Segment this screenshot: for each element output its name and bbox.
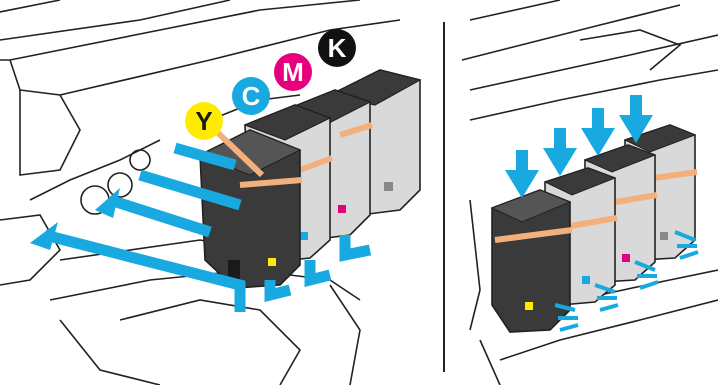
down-arrow-y bbox=[505, 150, 539, 198]
badge-y: Y bbox=[185, 102, 223, 140]
cartridge-k-label bbox=[384, 182, 393, 191]
rail-m-top bbox=[110, 200, 210, 232]
badge-m-letter: M bbox=[282, 57, 304, 87]
cartridge-c-label bbox=[300, 232, 308, 240]
cartridge-m-label bbox=[338, 205, 346, 213]
down-arrow-m bbox=[581, 108, 615, 156]
cartridge-y-label bbox=[268, 258, 276, 266]
badge-c: C bbox=[232, 77, 270, 115]
badge-m: M bbox=[274, 53, 312, 91]
badge-k-letter: K bbox=[328, 33, 347, 63]
badge-y-letter: Y bbox=[195, 106, 212, 136]
left-cartridge-y bbox=[200, 130, 302, 288]
right-cartridge-y bbox=[492, 190, 572, 332]
down-arrow-c bbox=[543, 128, 577, 176]
badge-k: K bbox=[318, 29, 356, 67]
badge-c-letter: C bbox=[242, 81, 261, 111]
insert-arrow-1 bbox=[30, 222, 58, 250]
